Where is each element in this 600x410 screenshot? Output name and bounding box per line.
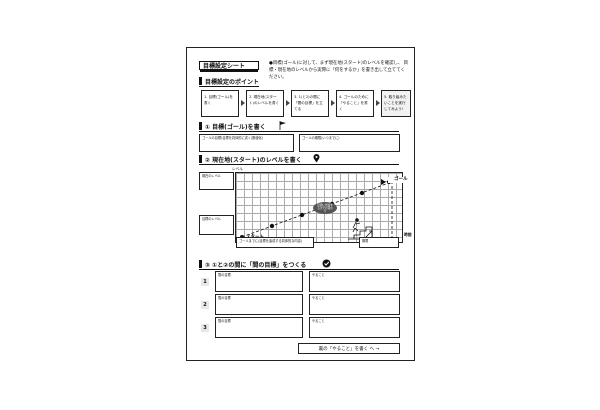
deadline-box[interactable]: 期限 [359, 237, 399, 248]
goal-content-box[interactable]: ゴールまでに(目標を達成する具体的な内容) [236, 237, 314, 248]
next-page-link-text: 裏の「やること」を書く へ → [318, 346, 380, 352]
target-level-box[interactable]: 目標のレベル [199, 215, 234, 235]
flag-icon [279, 121, 286, 130]
row-number-1: 1 [201, 278, 209, 286]
location-pin-icon [313, 154, 320, 163]
step-5: 5. 取り組みたいことを実行してみよう! [381, 90, 411, 117]
goal-label: ゴール [388, 177, 408, 183]
section1-heading-text: ① 目標(ゴール)を書く [205, 123, 266, 131]
step-3: 3. 1)と2)の間に「間の目標」を立てる [291, 90, 329, 117]
next-page-link[interactable]: 裏の「やること」を書く へ → [298, 343, 400, 354]
arrow-right-icon [241, 100, 245, 106]
goal-deadline-box[interactable]: ゴールの期限(いつまでに) [299, 134, 400, 152]
step-1: 1. 目標(ゴール)を書く [201, 90, 239, 117]
intro-text: ●目標(ゴール)に対して、まず現在地(スタート)のレベルを確認し、 目標・現在地… [269, 61, 409, 80]
points-heading-text: 目標設定のポイント [205, 78, 260, 86]
goal-target-box[interactable]: ゴールの目標(目標を具体的に書く/数値化) [199, 134, 294, 152]
level-label: レベル [232, 167, 243, 171]
step-2: 2. 現在地(スタート)のレベルを書く [246, 90, 284, 117]
sheet-title: 目標設定シート [199, 61, 259, 72]
check-circle-icon [322, 259, 331, 268]
section3-heading-text: ③ ①と②の間に「間の目標」をつくる [205, 261, 307, 269]
action-2-box[interactable]: やること [309, 294, 400, 315]
row-number-3: 3 [201, 324, 209, 332]
step-4: 4. ゴールのために「やること」を書く [336, 90, 374, 117]
arrow-right-icon [286, 100, 290, 106]
action-3-box[interactable]: やること [309, 317, 400, 338]
row-number-2: 2 [201, 301, 209, 309]
points-heading: 目標設定のポイント [199, 77, 260, 86]
interim-goal-2-box[interactable]: 間の目標 [215, 294, 303, 315]
section2-heading-text: ② 現在地(スタート)のレベルを書く [205, 156, 302, 164]
chart-bubble-text: 目標に到達するまでの道のり [317, 204, 333, 213]
section3-heading: ③ ①と②の間に「間の目標」をつくる [199, 260, 307, 269]
current-level-box[interactable]: 現在のレベル [199, 172, 234, 190]
worksheet-page: 目標設定シート ●目標(ゴール)に対して、まず現在地(スタート)のレベルを確認し… [186, 47, 415, 361]
interim-goal-1-box[interactable]: 間の目標 [215, 271, 303, 292]
arrow-right-icon [376, 100, 380, 106]
sheet-title-text: 目標設定シート [203, 63, 246, 70]
section1-heading: ① 目標(ゴール)を書く [199, 122, 266, 131]
arrow-right-icon [331, 100, 335, 106]
level-chart: 目標に到達するまでの道のり ゴール スタート [235, 172, 408, 243]
interim-goal-3-box[interactable]: 間の目標 [215, 317, 303, 338]
time-label: 時間 [404, 232, 412, 237]
section2-heading: ② 現在地(スタート)のレベルを書く [199, 155, 302, 164]
action-1-box[interactable]: やること [309, 271, 400, 292]
